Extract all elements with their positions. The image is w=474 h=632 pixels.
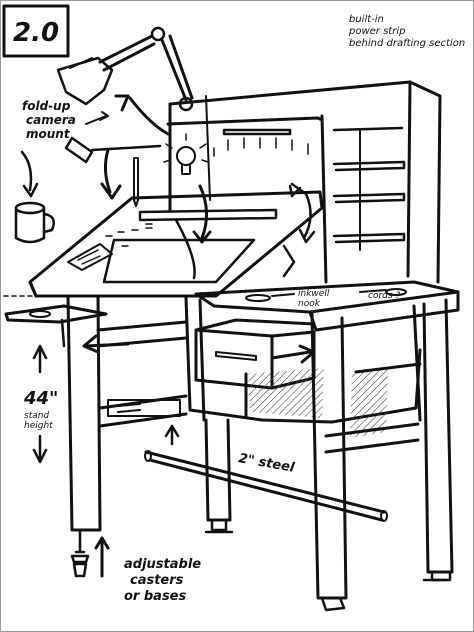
light-bulb-icon bbox=[163, 133, 209, 175]
desk-top bbox=[194, 280, 460, 332]
desk-hutch bbox=[166, 80, 442, 284]
power-strip-note: built-in power strip behind drafting sec… bbox=[348, 14, 465, 49]
camera-mount bbox=[64, 111, 162, 164]
camera-mount-note: fold-up camera mount bbox=[22, 99, 76, 141]
casters-line-1: adjustable bbox=[124, 557, 201, 572]
stand-height-dimension: 44" stand height bbox=[3, 295, 67, 464]
casters bbox=[70, 518, 452, 612]
inkwell-line-2: nook bbox=[298, 299, 321, 309]
version-label: 2.0 bbox=[13, 18, 59, 48]
power-strip-line-1: built-in bbox=[349, 14, 384, 25]
camera-mount-line-1: fold-up bbox=[22, 99, 71, 113]
height-value: 44" bbox=[23, 388, 58, 409]
power-strip-line-2: power strip bbox=[348, 26, 405, 37]
drafting-board bbox=[28, 190, 324, 298]
desk-lamp bbox=[56, 26, 194, 112]
coffee-mug-icon bbox=[14, 150, 55, 244]
casters-note: adjustable casters or bases bbox=[124, 557, 201, 604]
inkwell-note: inkwell nook bbox=[298, 289, 330, 309]
pencil-icon bbox=[133, 157, 139, 207]
casters-line-3: or bases bbox=[124, 589, 187, 604]
side-shelf bbox=[4, 304, 108, 348]
power-strip-line-3: behind drafting section bbox=[349, 38, 465, 49]
casters-line-2: casters bbox=[130, 573, 184, 588]
camera-mount-line-3: mount bbox=[26, 127, 71, 141]
inkwell-line-1: inkwell bbox=[298, 289, 330, 299]
height-caption-1: stand bbox=[24, 411, 49, 421]
foot-rail bbox=[144, 450, 388, 522]
lower-arrow bbox=[164, 424, 180, 446]
height-caption-2: height bbox=[24, 421, 53, 431]
version-box: 2.0 bbox=[2, 4, 70, 58]
steel-note: 2" steel bbox=[237, 451, 296, 476]
motion-arrows bbox=[100, 94, 316, 244]
camera-mount-line-2: camera bbox=[26, 113, 76, 127]
lower-cabinet bbox=[188, 348, 422, 454]
right-legs bbox=[204, 298, 454, 600]
cords-note: cords ? bbox=[368, 291, 400, 301]
left-legs bbox=[66, 294, 206, 532]
